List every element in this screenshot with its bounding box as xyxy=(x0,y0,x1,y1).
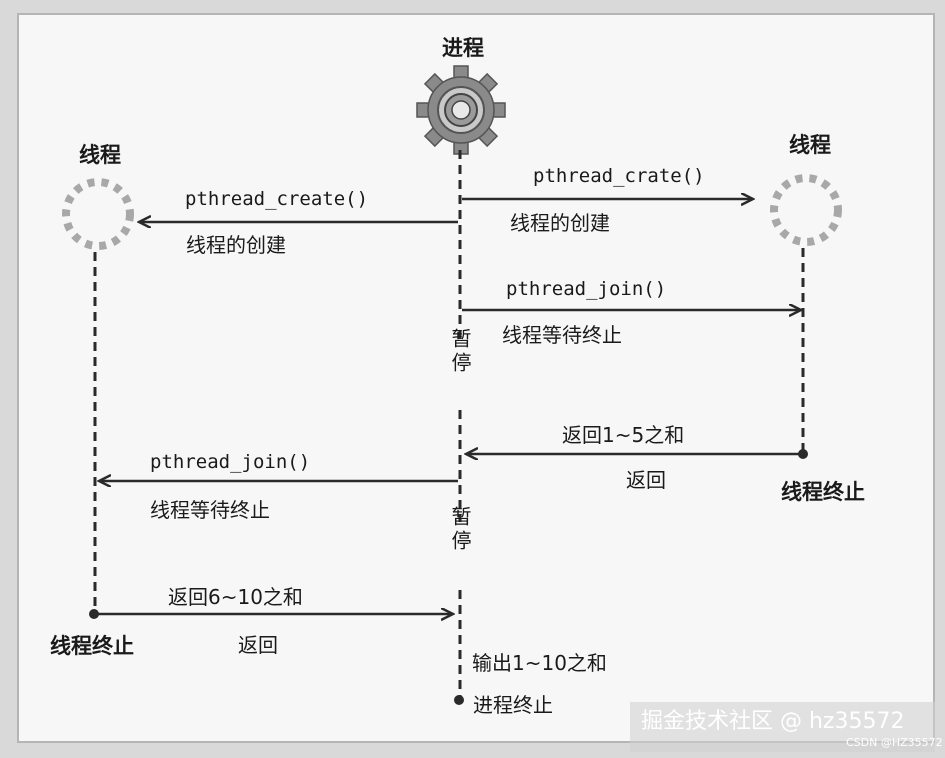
right-join-label: 线程等待终止 xyxy=(502,323,622,347)
right-thread-circle-icon xyxy=(770,174,842,246)
process-title: 进程 xyxy=(442,36,484,60)
right-thread-title: 线程 xyxy=(789,133,831,157)
process-end-label: 进程终止 xyxy=(473,693,553,717)
right-join-call: pthread_join() xyxy=(506,278,666,300)
left-thread-title: 线程 xyxy=(79,143,121,167)
gear-icon xyxy=(416,65,506,155)
left-join-label: 线程等待终止 xyxy=(150,498,270,522)
right-return-value: 返回1~5之和 xyxy=(562,423,684,447)
right-thread-end-label: 线程终止 xyxy=(781,480,865,504)
right-create-call: pthread_crate() xyxy=(533,165,705,187)
left-create-label: 线程的创建 xyxy=(186,233,286,257)
left-thread-circle-icon xyxy=(62,178,134,250)
watermark-small: CSDN @HZ35572 xyxy=(846,736,943,749)
left-return-label: 返回 xyxy=(238,633,278,657)
process-output-label: 输出1~10之和 xyxy=(472,651,607,675)
left-thread-end-dot xyxy=(89,609,99,619)
left-join-call: pthread_join() xyxy=(150,451,310,473)
watermark-backdrop xyxy=(630,702,935,752)
right-create-label: 线程的创建 xyxy=(510,211,610,235)
process-end-dot xyxy=(454,695,464,705)
right-return-label: 返回 xyxy=(626,468,666,492)
left-return-value: 返回6~10之和 xyxy=(168,585,303,609)
process-pause-label-1: 暂停 xyxy=(448,328,472,376)
left-create-call: pthread_create() xyxy=(185,188,368,210)
watermark-main: 掘金技术社区 @ hz35572 xyxy=(641,709,904,734)
process-pause-label-2: 暂停 xyxy=(448,506,472,554)
left-thread-end-label: 线程终止 xyxy=(50,634,134,658)
right-thread-end-dot xyxy=(798,449,808,459)
